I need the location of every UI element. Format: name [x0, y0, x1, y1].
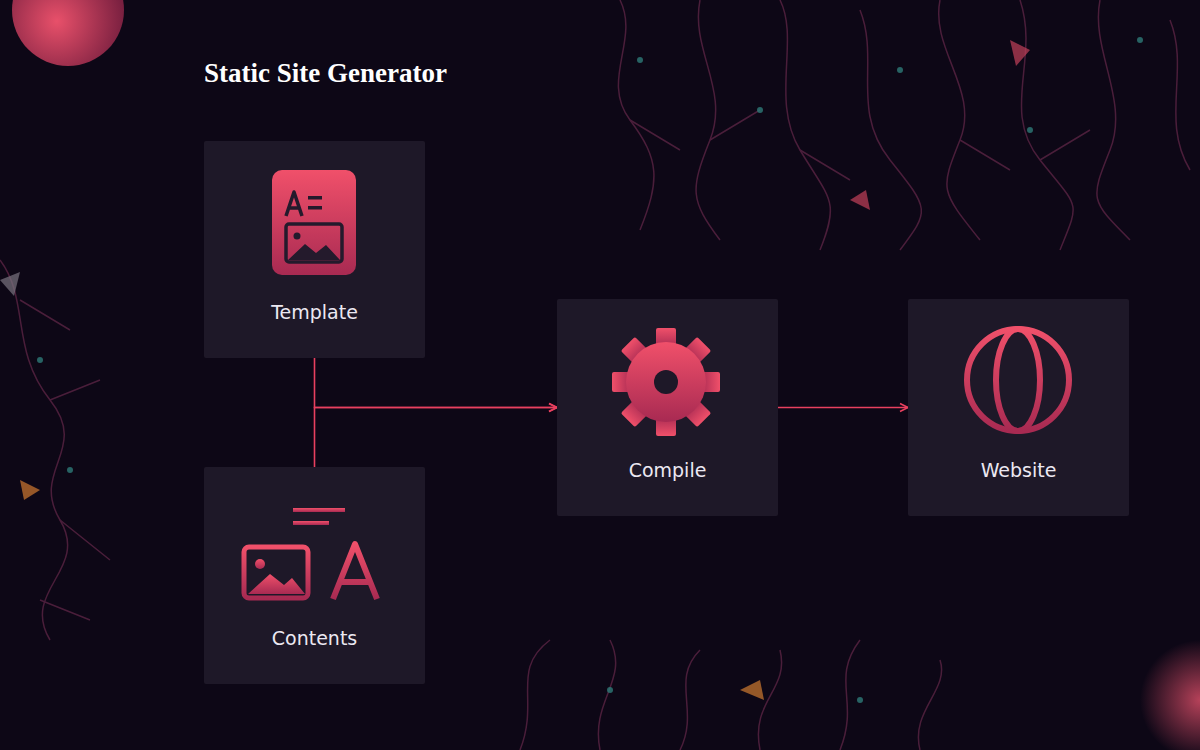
decor-dots: [37, 37, 1143, 703]
contents-icon: [244, 508, 377, 599]
gear-icon: [612, 328, 720, 436]
connector-arrow: [778, 407, 908, 409]
diagram-title: Static Site Generator: [204, 56, 447, 90]
decor-circle: [12, 0, 124, 66]
node-label: Template: [271, 300, 358, 324]
globe-icon: [967, 329, 1069, 431]
decor-glow: [1140, 640, 1200, 750]
node-label: Contents: [272, 626, 357, 650]
connector-arrow: [315, 408, 558, 468]
process-box: Template: [204, 141, 425, 358]
process-box: Compile: [557, 299, 778, 516]
decor-shapes: [0, 40, 1030, 700]
node-label: Website: [981, 458, 1057, 482]
connector-arrow: [315, 358, 558, 408]
template-icon: [272, 170, 356, 275]
process-box: Contents: [204, 467, 425, 684]
node-label: Compile: [629, 458, 707, 482]
process-box: Website: [908, 299, 1129, 516]
